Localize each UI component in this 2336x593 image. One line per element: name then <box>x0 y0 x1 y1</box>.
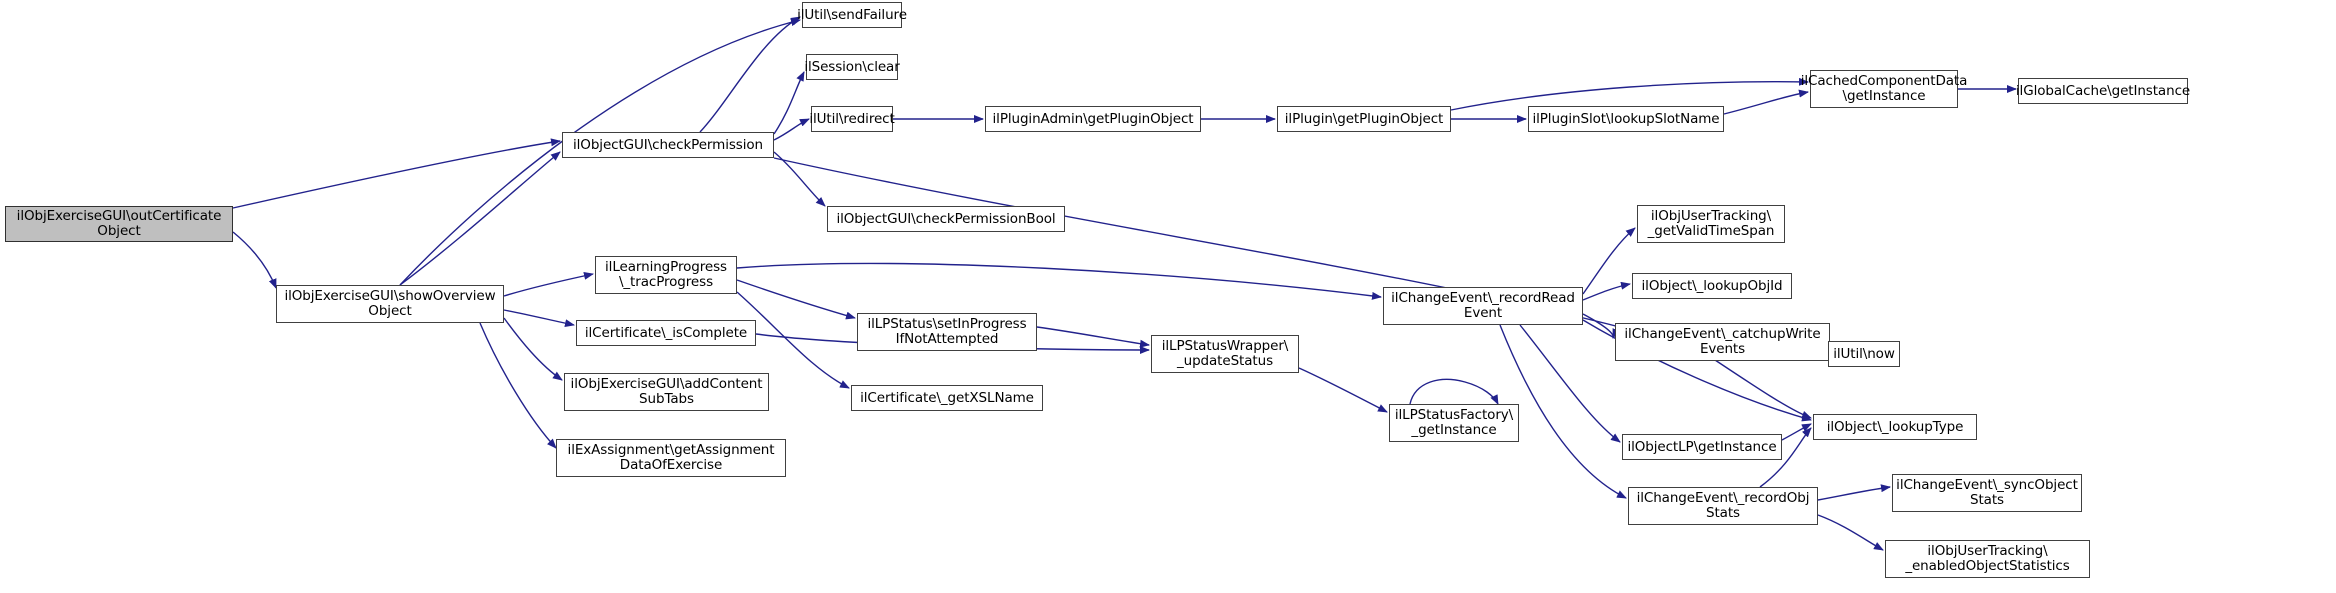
graph-node[interactable]: ilCertificate\_getXSLName <box>851 385 1043 411</box>
call-edge <box>503 317 563 381</box>
graph-node[interactable]: ilCertificate\_isComplete <box>576 320 756 346</box>
call-edge <box>1519 324 1621 443</box>
call-edge <box>699 16 801 133</box>
call-edge <box>1582 313 1621 339</box>
call-edge <box>399 151 561 286</box>
call-edge <box>1582 281 1631 301</box>
call-edge <box>773 151 826 207</box>
graph-node[interactable]: ilObjUserTracking\ _getValidTimeSpan <box>1637 205 1785 243</box>
graph-node[interactable]: ilSession\clear <box>804 54 900 80</box>
graph-node[interactable]: ilGlobalCache\getInstance <box>2016 78 2190 104</box>
graph-node[interactable]: ilUtil\now <box>1828 341 1900 367</box>
graph-node[interactable]: ilLearningProgress \_tracProgress <box>595 256 737 294</box>
call-edge <box>503 271 594 297</box>
graph-node[interactable]: ilPlugin\getPluginObject <box>1277 106 1451 132</box>
graph-node[interactable]: ilLPStatusFactory\ _getInstance <box>1389 404 1519 442</box>
call-edge <box>479 322 557 449</box>
call-edge <box>232 138 561 209</box>
graph-node[interactable]: ilObjectGUI\checkPermissionBool <box>827 206 1065 232</box>
graph-node[interactable]: ilLPStatusWrapper\ _updateStatus <box>1151 335 1299 373</box>
call-edge <box>1582 227 1636 295</box>
graph-node[interactable]: ilObjExerciseGUI\showOverview Object <box>276 285 504 323</box>
call-edge <box>773 71 805 135</box>
graph-node[interactable]: ilExAssignment\getAssignment DataOfExerc… <box>556 439 786 477</box>
graph-node[interactable]: ilChangeEvent\_syncObject Stats <box>1892 474 2082 512</box>
graph-node[interactable]: ilObject\_lookupObjId <box>1632 273 1792 299</box>
graph-node[interactable]: ilPluginAdmin\getPluginObject <box>985 106 1201 132</box>
graph-node[interactable]: ilObjectGUI\checkPermission <box>562 132 774 158</box>
graph-node[interactable]: ilObjectLP\getInstance <box>1622 434 1782 460</box>
call-edge <box>1817 514 1884 551</box>
call-edge <box>503 309 575 328</box>
call-edge <box>773 118 810 141</box>
call-edge <box>232 231 277 289</box>
graph-node[interactable]: ilUtil\sendFailure <box>797 2 907 28</box>
call-edge <box>1781 423 1812 441</box>
graph-node[interactable]: ilLPStatus\setInProgress IfNotAttempted <box>857 313 1037 351</box>
graph-node[interactable]: ilChangeEvent\_recordObj Stats <box>1628 487 1818 525</box>
call-edge <box>1298 367 1388 413</box>
call-edge <box>1036 326 1150 348</box>
graph-node[interactable]: ilObject\_lookupType <box>1813 414 1977 440</box>
graph-node[interactable]: ilObjExerciseGUI\outCertificate Object <box>5 206 233 242</box>
call-edge <box>736 262 1382 300</box>
graph-node[interactable]: ilChangeEvent\_catchupWrite Events <box>1615 323 1830 361</box>
graph-node[interactable]: ilCachedComponentData \getInstance <box>1801 70 1967 108</box>
graph-node[interactable]: ilObjExerciseGUI\addContent SubTabs <box>564 373 769 411</box>
call-edge <box>736 279 856 320</box>
call-edge <box>1409 378 1499 405</box>
call-edge <box>1723 89 1809 115</box>
call-edge <box>1817 484 1891 501</box>
graph-node[interactable]: ilPluginSlot\lookupSlotName <box>1528 106 1724 132</box>
graph-node[interactable]: ilChangeEvent\_recordRead Event <box>1383 287 1583 325</box>
graph-node[interactable]: ilObjUserTracking\ _enabledObjectStatist… <box>1885 540 2090 578</box>
graph-node[interactable]: ilUtil\redirect <box>809 106 895 132</box>
